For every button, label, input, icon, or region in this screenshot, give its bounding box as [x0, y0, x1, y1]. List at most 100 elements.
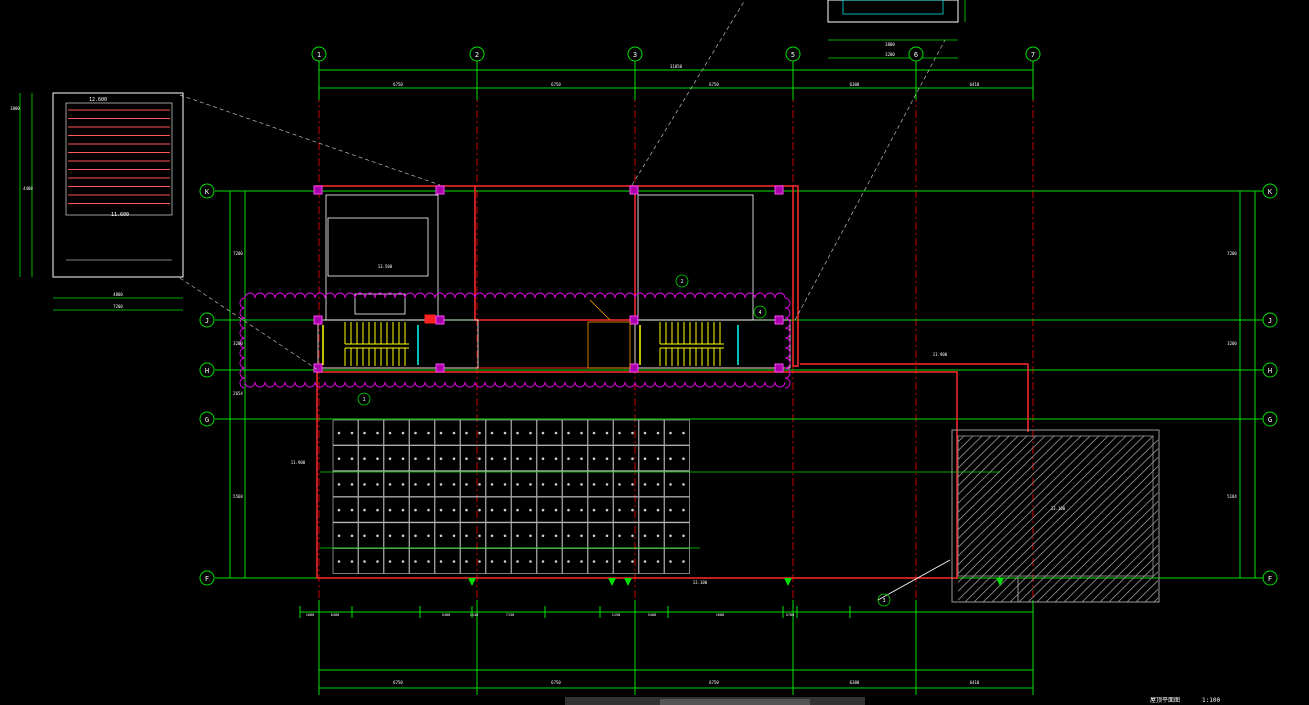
axis-bubble-label: 3	[633, 51, 637, 59]
panel-dot	[427, 431, 430, 435]
panel-dot	[669, 457, 672, 461]
panel-dot	[567, 457, 570, 461]
panel-dot	[554, 457, 558, 461]
axis-bubble-label: K	[1268, 188, 1273, 196]
axis-bubble-left	[199, 570, 215, 586]
panel-dot	[682, 431, 685, 435]
axis-bubble-label: J	[1268, 317, 1272, 325]
axis-bubble-top	[908, 46, 924, 62]
panel-dot	[363, 457, 366, 461]
solar-panel	[511, 445, 537, 472]
panel-dot	[567, 431, 570, 435]
dim-label-total: 31850	[670, 64, 683, 69]
leader-callout	[877, 559, 951, 601]
panel-dot	[490, 534, 494, 538]
column-marker	[435, 185, 445, 195]
panel-dot	[669, 508, 672, 512]
panel-dot	[682, 508, 685, 512]
solar-panel	[613, 471, 639, 497]
solar-panel	[358, 471, 384, 497]
panel-dot	[541, 534, 545, 538]
panel-dot	[465, 431, 468, 435]
solar-panel	[460, 445, 486, 472]
panel-dot	[337, 508, 341, 512]
panel-dot	[541, 457, 545, 461]
solar-panel	[536, 471, 563, 497]
panel-dot	[541, 431, 545, 435]
solar-panel	[587, 548, 614, 574]
panel-dot	[439, 508, 443, 512]
solar-panel	[638, 496, 665, 523]
panel-dot	[541, 560, 545, 563]
solar-panel	[383, 419, 410, 446]
panel-dot	[439, 560, 443, 563]
solar-panel	[562, 522, 588, 549]
dim-label-detail: 5700	[786, 613, 794, 617]
panel-dot	[631, 457, 634, 461]
hatched-roof-area	[951, 429, 1160, 603]
solar-panel	[587, 471, 614, 497]
panel-dot	[478, 431, 481, 435]
panel-dot	[388, 560, 392, 563]
solar-panel	[383, 548, 410, 574]
panel-dot	[541, 508, 545, 512]
right-wall	[792, 185, 799, 367]
hatch-line	[1027, 474, 1158, 602]
solar-panel	[613, 419, 639, 446]
panel-dot	[529, 483, 532, 486]
hatch-line	[1144, 588, 1158, 602]
hatch-line	[958, 436, 1091, 566]
solar-panel	[409, 471, 435, 497]
column-marker	[313, 315, 323, 325]
panel-dot	[439, 431, 443, 435]
axis-grid	[215, 62, 1265, 690]
elevation-label: 13.100	[1051, 506, 1066, 511]
axis-bubble-label: K	[205, 188, 210, 196]
axis-bubble-label: F	[1268, 575, 1272, 583]
panel-dot	[592, 534, 596, 538]
panel-dot	[427, 483, 430, 486]
scrollbar-thumb[interactable]	[660, 699, 810, 705]
panel-dot	[439, 457, 443, 461]
panel-dot	[682, 483, 685, 486]
axis-bubble-right	[1262, 183, 1278, 199]
panel-dot	[567, 508, 570, 512]
panel-dot	[414, 457, 417, 461]
column-marker	[629, 315, 639, 325]
callout-label: 1	[362, 397, 365, 403]
solar-panel	[409, 419, 435, 446]
panel-dot	[376, 483, 379, 486]
drain-marker	[608, 578, 616, 586]
panel-dot	[490, 508, 494, 512]
axis-bubble-right	[1262, 362, 1278, 378]
axis-bubble-label: 7	[1031, 51, 1035, 59]
panel-dot	[503, 560, 507, 563]
panel-dot	[414, 534, 417, 538]
axis-bubble-label: 5	[791, 51, 795, 59]
axis-bubble-right	[1262, 411, 1278, 427]
hatch-line	[958, 436, 974, 452]
panel-dot	[682, 457, 685, 461]
solar-panel	[409, 522, 435, 549]
door-marker	[424, 314, 436, 324]
hatch-line	[958, 436, 1010, 487]
panel-dot	[669, 560, 672, 563]
hatch-line	[958, 436, 992, 469]
hatch-line	[1063, 509, 1158, 602]
leader-inset-left	[179, 94, 441, 186]
panel-dot	[503, 483, 507, 486]
axis-bubble-top	[311, 46, 327, 62]
panel-dot	[439, 483, 443, 486]
solar-panel	[511, 471, 537, 497]
panel-dot	[337, 560, 341, 563]
hatch-line	[982, 436, 1154, 602]
orange-mark	[589, 299, 611, 321]
panel-dot	[388, 483, 392, 486]
panel-dot	[503, 534, 507, 538]
panel-dot	[669, 483, 672, 486]
dim-label-detail: 5400	[648, 613, 656, 617]
hatch-line	[958, 436, 1028, 504]
